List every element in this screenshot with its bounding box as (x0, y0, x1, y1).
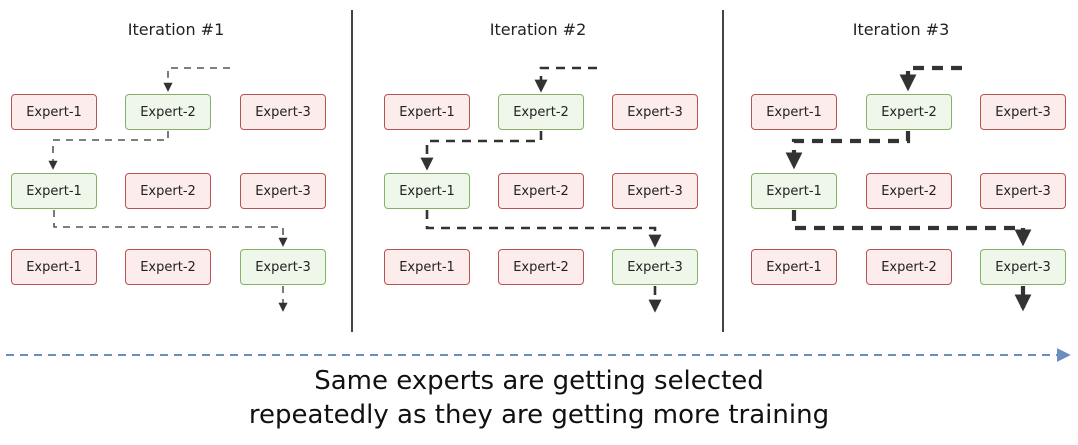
panel-divider (722, 10, 724, 332)
expert-box: Expert-2 (498, 173, 584, 209)
panel-title: Iteration #3 (852, 20, 950, 39)
iteration-panel-3: Iteration #3 Expert-1 Expert-2 Expert-3 … (724, 0, 1078, 335)
panel-title: Iteration #1 (127, 20, 225, 39)
expert-box: Expert-3 (612, 249, 698, 285)
expert-box: Expert-1 (751, 94, 837, 130)
panel-title: Iteration #2 (489, 20, 587, 39)
expert-box: Expert-1 (751, 173, 837, 209)
expert-box: Expert-3 (240, 173, 326, 209)
expert-box: Expert-3 (980, 173, 1066, 209)
expert-box: Expert-1 (384, 173, 470, 209)
expert-box: Expert-1 (11, 173, 97, 209)
route-path-iteration-3 (785, 65, 1032, 312)
expert-box: Expert-3 (980, 94, 1066, 130)
expert-box: Expert-2 (866, 249, 952, 285)
expert-box: Expert-2 (125, 249, 211, 285)
route-path-iteration-2 (420, 66, 662, 313)
panel-divider (351, 10, 353, 332)
expert-box: Expert-1 (384, 249, 470, 285)
expert-box: Expert-1 (11, 249, 97, 285)
expert-box: Expert-2 (866, 94, 952, 130)
route-path-iteration-1 (48, 67, 288, 312)
iteration-panel-2: Iteration #2 Expert-1 Expert-2 Expert-3 … (353, 0, 723, 335)
expert-box: Expert-3 (240, 249, 326, 285)
expert-box: Expert-1 (384, 94, 470, 130)
caption-line-1: Same experts are getting selected (314, 366, 764, 396)
expert-box: Expert-3 (612, 94, 698, 130)
expert-box: Expert-2 (498, 249, 584, 285)
expert-box: Expert-2 (125, 94, 211, 130)
expert-box: Expert-3 (240, 94, 326, 130)
expert-box: Expert-1 (751, 249, 837, 285)
expert-box: Expert-1 (11, 94, 97, 130)
expert-box: Expert-3 (980, 249, 1066, 285)
iteration-panel-1: Iteration #1 Expert-1 Expert-2 Expert-3 … (0, 0, 352, 335)
expert-box: Expert-2 (125, 173, 211, 209)
expert-box: Expert-2 (866, 173, 952, 209)
caption-line-2: repeatedly as they are getting more trai… (248, 400, 830, 430)
expert-box: Expert-2 (498, 94, 584, 130)
expert-box: Expert-3 (612, 173, 698, 209)
